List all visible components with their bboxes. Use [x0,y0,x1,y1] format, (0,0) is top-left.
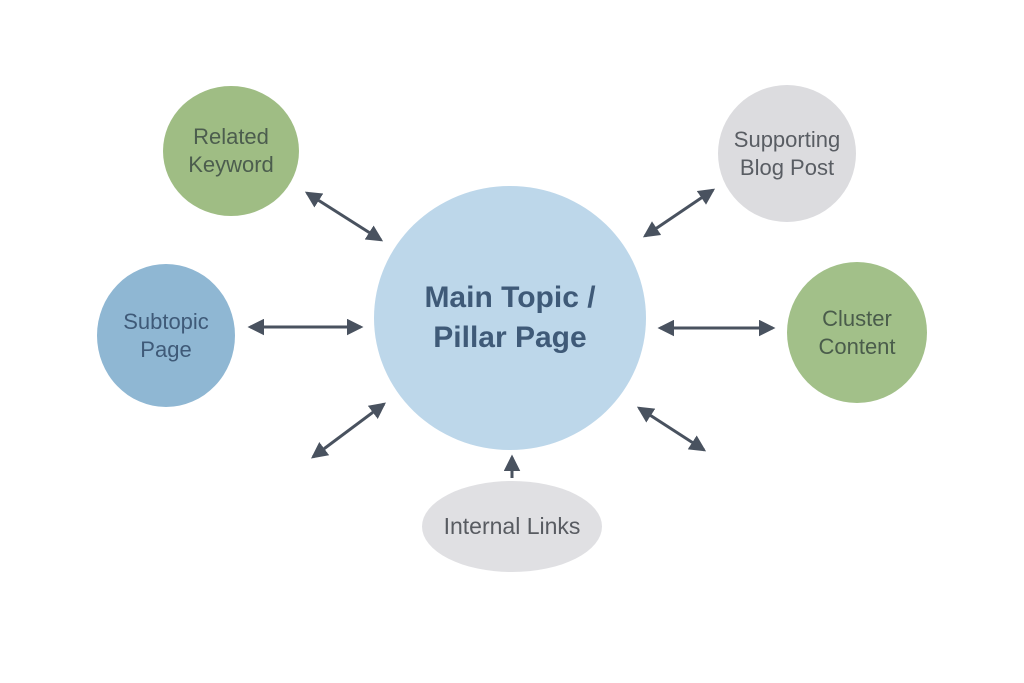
node-supporting-blog-post: Supporting Blog Post [718,85,856,222]
node-subtopic-page: Subtopic Page [97,264,235,407]
node-internal-links: Internal Links [422,481,602,572]
node-main-pillar-page-label: Main Topic / Pillar Page [424,280,596,355]
node-cluster-content: Cluster Content [787,262,927,403]
node-related-keyword-label: Related Keyword [188,124,274,177]
node-subtopic-page-label: Subtopic Page [123,308,209,362]
arrow-main-lower-right [636,406,707,452]
node-main-pillar-page: Main Topic / Pillar Page [374,186,646,450]
node-related-keyword: Related Keyword [163,86,299,216]
arrow-related-to-main [304,191,384,242]
node-internal-links-label: Internal Links [443,513,581,539]
arrow-supporting-to-main [642,188,716,238]
node-supporting-blog-post-label: Supporting Blog Post [733,126,841,180]
node-cluster-content-label: Cluster Content [818,305,896,359]
arrow-main-lower-left [311,402,386,459]
